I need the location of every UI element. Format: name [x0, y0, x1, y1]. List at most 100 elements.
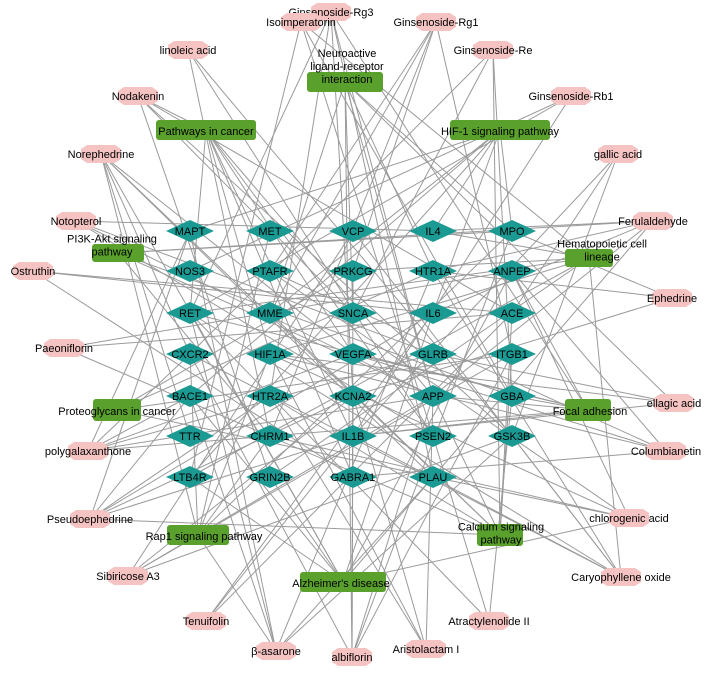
pathway-node-focal-adhesion[interactable]: Focal adhesion [553, 399, 628, 421]
compound-label: Notopterol [51, 216, 102, 228]
target-node-gsk3b[interactable]: GSK3B [488, 425, 536, 447]
target-node-il6[interactable]: IL6 [409, 302, 457, 324]
compound-shape [652, 289, 692, 307]
target-node-gabra1[interactable]: GABRA1 [329, 466, 377, 488]
target-label: VEGFA [335, 349, 372, 361]
target-node-kcna2[interactable]: KCNA2 [329, 385, 377, 407]
compound-node-ferulaldehyde[interactable]: Ferulaldehyde [618, 212, 688, 230]
edge-layer [32, 11, 675, 658]
pathway-node-hif-1-signaling-pathway[interactable]: HIF-1 signaling pathway [441, 120, 560, 140]
pathway-node-proteoglycans-in-cancer[interactable]: Proteoglycans in cancer [58, 399, 176, 421]
network-edge [187, 49, 434, 437]
target-node-anpep[interactable]: ANPEP [488, 260, 536, 282]
target-node-gba[interactable]: GBA [488, 385, 536, 407]
compound-node-pseudoephedrine[interactable]: Pseudoephedrine [47, 510, 133, 528]
compound-node-paeoniflorin[interactable]: Paeoniflorin [35, 339, 93, 357]
pathway-shape [477, 524, 523, 546]
network-edge [275, 476, 434, 652]
target-node-ttr[interactable]: TTR [166, 425, 214, 447]
compound-node-ephedrine[interactable]: Ephedrine [647, 289, 697, 307]
compound-shape [168, 41, 208, 59]
target-node-bace1[interactable]: BACE1 [166, 385, 214, 407]
compound-node-linoleic-acid[interactable]: linoleic acid [160, 41, 217, 59]
compound-node-nodakenin[interactable]: Nodakenin [112, 87, 165, 105]
compound-node-ellagic-acid[interactable]: ellagic acid [647, 394, 701, 412]
network-edge [187, 49, 513, 437]
target-node-grin2b[interactable]: GRIN2B [246, 466, 294, 488]
target-node-mme[interactable]: MME [246, 302, 294, 324]
compound-node-atractylenolide-ii[interactable]: Atractylenolide II [448, 612, 530, 630]
compound-node-aristolactam-i[interactable]: Aristolactam I [393, 640, 460, 658]
target-label: ITGB1 [496, 349, 528, 361]
target-shape [166, 343, 214, 365]
compound-node-albiflorin[interactable]: albiflorin [332, 648, 373, 666]
compound-node-chlorogenic-acid[interactable]: chlorogenic acid [589, 509, 669, 527]
compound-node-notopterol[interactable]: Notopterol [51, 212, 102, 230]
compound-label: Ephedrine [647, 293, 697, 305]
network-edge [89, 518, 501, 536]
network-edge [205, 129, 354, 478]
target-node-mapt[interactable]: MAPT [166, 220, 214, 242]
network-edge [117, 252, 271, 437]
target-node-app[interactable]: APP [409, 385, 457, 407]
compound-node-polygalaxanthone[interactable]: polygalaxanthone [45, 442, 131, 460]
compound-node-ginsenoside-re[interactable]: Ginsenoside-Re [454, 41, 533, 59]
target-node-ace[interactable]: ACE [488, 302, 536, 324]
compound-node-ostruthin[interactable]: Ostruthin [11, 262, 56, 280]
target-node-snca[interactable]: SNCA [329, 302, 377, 324]
compound-node-isoimperatorin[interactable]: Isoimperatorin [266, 13, 336, 31]
target-node-plau[interactable]: PLAU [409, 466, 457, 488]
target-label: SNCA [338, 308, 369, 320]
compound-label: β-asarone [251, 646, 301, 658]
pathway-shape [156, 120, 256, 140]
target-node-hif1a[interactable]: HIF1A [246, 343, 294, 365]
target-node-ltb4r[interactable]: LTB4R [166, 466, 214, 488]
target-node-glrb[interactable]: GLRB [409, 343, 457, 365]
target-node-htr2a[interactable]: HTR2A [246, 385, 294, 407]
pathway-label: Rap1 signaling pathway [146, 531, 263, 543]
target-node-ret[interactable]: RET [166, 302, 214, 324]
compound-node-ginsenoside-rb1[interactable]: Ginsenoside-Rb1 [529, 87, 614, 105]
target-node-psen2[interactable]: PSEN2 [409, 425, 457, 447]
target-node-itgb1[interactable]: ITGB1 [488, 343, 536, 365]
target-node-il4[interactable]: IL4 [409, 220, 457, 242]
compound-node-caryophyllene-oxide[interactable]: Caryophyllene oxide [571, 568, 671, 586]
pathway-node-alzheimer-s-disease[interactable]: Alzheimer's disease [292, 572, 390, 592]
target-shape [409, 220, 457, 242]
target-node-nos3[interactable]: NOS3 [166, 260, 214, 282]
compound-node-ginsenoside-rg1[interactable]: Ginsenoside-Rg1 [394, 13, 479, 31]
compound-node-norephedrine[interactable]: Norephedrine [68, 145, 135, 163]
compound-node-gallic-acid[interactable]: gallic acid [594, 145, 642, 163]
target-node-met[interactable]: MET [246, 220, 294, 242]
compound-node-sibiricose-a3[interactable]: Sibiricose A3 [96, 567, 160, 585]
target-node-vegfa[interactable]: VEGFA [329, 343, 377, 365]
network-edge [189, 230, 277, 652]
network-edge [89, 395, 191, 520]
target-node-prkcg[interactable]: PRKCG [329, 260, 377, 282]
compound-label: Columbianetin [631, 446, 701, 458]
target-node-mpo[interactable]: MPO [488, 220, 536, 242]
network-edge [344, 81, 675, 404]
target-node-il1b[interactable]: IL1B [329, 425, 377, 447]
pathway-node-rap1-signaling-pathway[interactable]: Rap1 signaling pathway [146, 525, 263, 545]
compound-node-asarone[interactable]: β-asarone [251, 642, 301, 660]
compound-node-tenuifolin[interactable]: Tenuifolin [183, 612, 229, 630]
compound-node-ginsenoside-rg3[interactable]: Ginsenoside-Rg3 [289, 3, 374, 21]
pathway-node-pathways-in-cancer[interactable]: Pathways in cancer [156, 120, 256, 140]
target-node-vcp[interactable]: VCP [329, 220, 377, 242]
compound-node-columbianetin[interactable]: Columbianetin [631, 442, 701, 460]
target-node-cxcr2[interactable]: CXCR2 [166, 343, 214, 365]
pathway-label: pathway [481, 535, 522, 547]
target-node-ptafr[interactable]: PTAFR [246, 260, 294, 282]
target-node-htr1a[interactable]: HTR1A [409, 260, 457, 282]
pathway-label: Pathways in cancer [158, 126, 254, 138]
target-label: BACE1 [172, 391, 208, 403]
target-label: PTAFR [252, 266, 287, 278]
target-node-chrm1[interactable]: CHRM1 [246, 425, 294, 447]
network-edge [189, 129, 207, 314]
